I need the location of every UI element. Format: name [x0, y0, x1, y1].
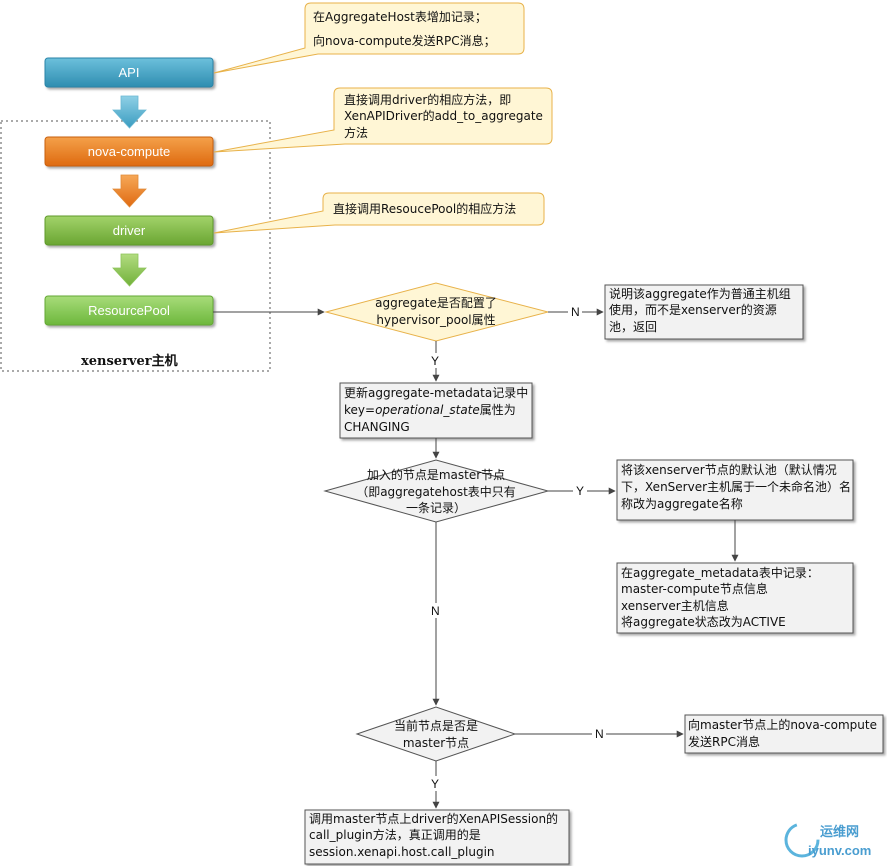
watermark-logo-icon: [784, 822, 820, 858]
api-box: API: [44, 57, 214, 88]
process-rpc-master-line-1: 向master节点上的nova-compute: [688, 717, 877, 732]
process-changing-attr: 属性为: [480, 403, 516, 417]
down-arrow-nova-to-driver: [112, 174, 147, 208]
edge-label-bg-5: [592, 726, 606, 741]
note-nova-compute: 直接调用driver的相应方法，即 XenAPIDriver的add_to_ag…: [213, 87, 553, 153]
edge-label-y-hypervisor: Y: [431, 354, 439, 368]
decision-is-master-line-1: 当前节点是否是: [394, 718, 478, 733]
process-rpc-master-line-2: 发送RPC消息: [688, 734, 760, 749]
note-driver: 直接调用ResoucePool的相应方法: [213, 192, 545, 234]
decision-master-only-line-2: （即aggregatehost表中只有: [356, 484, 516, 499]
xenserver-cluster-label: xenserver主机: [81, 353, 178, 369]
process-call-plugin-line-1: 调用master节点上driver的XenAPISession的: [309, 811, 558, 826]
edge-label-bg-4: [428, 603, 442, 618]
process-changing: 更新aggregate-metadata记录中 key=operational_…: [339, 382, 533, 439]
decision-hypervisor-pool-line-1: aggregate是否配置了: [375, 296, 497, 310]
edge-label-y-master-only: Y: [576, 484, 584, 498]
process-changing-key: key=: [344, 403, 375, 417]
watermark-name: 运维网: [820, 824, 859, 840]
edge-label-bg-3: [573, 483, 587, 498]
process-not-pool-line-1: 说明该aggregate作为普通主机组: [609, 286, 791, 301]
process-not-pool: 说明该aggregate作为普通主机组 使用，而不是xenserver的资源 池…: [604, 284, 804, 340]
edge-label-bg-2: [428, 353, 442, 368]
edge-label-y-is-master: Y: [431, 777, 439, 791]
process-record-meta-line-2: master-compute节点信息: [621, 581, 768, 596]
process-changing-line-2: key=operational_state属性为: [344, 403, 516, 417]
decision-hypervisor-pool: aggregate是否配置了 hypervisor_pool属性: [324, 282, 550, 342]
process-record-meta-line-4: 将aggregate状态改为ACTIVE: [621, 615, 786, 629]
process-rename-pool: 将该xenserver节点的默认池（默认情况 下，XenServer主机属于一个…: [616, 459, 854, 521]
decision-master-only-line-1: 加入的节点是master节点: [367, 467, 505, 482]
process-call-plugin-line-3: session.xenapi.host.call_plugin: [309, 845, 495, 859]
note-driver-line-1: 直接调用ResoucePool的相应方法: [333, 201, 516, 216]
driver-label: driver: [113, 223, 146, 238]
process-call-plugin: 调用master节点上driver的XenAPISession的 call_pl…: [304, 809, 570, 865]
note-nova-line-3: 方法: [344, 125, 368, 140]
process-record-meta-line-3: xenserver主机信息: [621, 598, 729, 613]
resource-pool-label: ResourcePool: [88, 303, 170, 318]
process-rename-pool-line-1: 将该xenserver节点的默认池（默认情况: [621, 462, 837, 477]
process-changing-line-1: 更新aggregate-metadata记录中: [344, 385, 528, 400]
api-label: API: [119, 65, 140, 80]
process-rename-pool-line-3: 称改为aggregate名称: [621, 496, 743, 511]
nova-compute-box: nova-compute: [44, 136, 214, 167]
process-changing-line-3: CHANGING: [344, 420, 410, 434]
note-nova-line-2: XenAPIDriver的add_to_aggregate: [344, 108, 543, 123]
process-not-pool-line-2: 使用，而不是xenserver的资源: [609, 302, 777, 317]
driver-box: driver: [44, 215, 214, 246]
watermark-domain: iyunv.com: [808, 843, 871, 858]
watermark: 运维网 iyunv.com: [784, 822, 871, 858]
resource-pool-box: ResourcePool: [44, 295, 214, 326]
decision-master-only-line-3: 一条记录）: [406, 501, 466, 515]
process-rpc-master: 向master节点上的nova-compute 发送RPC消息: [684, 714, 884, 754]
edge-label-n-hypervisor: N: [571, 305, 580, 319]
nova-compute-label: nova-compute: [88, 144, 170, 159]
process-not-pool-line-3: 池，返回: [609, 320, 657, 334]
process-call-plugin-line-2: call_plugin方法，真正调用的是: [309, 827, 481, 842]
decision-master-only: 加入的节点是master节点 （即aggregatehost表中只有 一条记录）: [323, 459, 550, 523]
decision-is-master-line-2: master节点: [403, 736, 469, 750]
edge-label-n-is-master: N: [595, 727, 604, 741]
note-api: 在AggregateHost表增加记录； 向nova-compute发送RPC消…: [213, 2, 525, 74]
process-record-meta: 在aggregate_metadata表中记录： master-compute节…: [616, 562, 854, 634]
note-api-line-2: 向nova-compute发送RPC消息；: [313, 33, 496, 48]
decision-is-master: 当前节点是否是 master节点: [355, 706, 517, 762]
edge-label-bg-6: [428, 776, 442, 791]
note-api-line-1: 在AggregateHost表增加记录；: [313, 10, 487, 24]
edge-label-bg-1: [568, 304, 582, 319]
down-arrow-driver-to-pool: [112, 253, 147, 287]
process-record-meta-line-1: 在aggregate_metadata表中记录：: [621, 565, 819, 580]
process-changing-key-name: operational_state: [375, 403, 480, 417]
note-nova-line-1: 直接调用driver的相应方法，即: [344, 92, 511, 107]
decision-hypervisor-pool-line-2: hypervisor_pool属性: [376, 313, 495, 327]
process-rename-pool-line-2: 下，XenServer主机属于一个未命名池）名: [621, 479, 851, 494]
edge-label-n-master-only: N: [431, 604, 440, 618]
down-arrow-api-to-nova: [112, 95, 147, 129]
